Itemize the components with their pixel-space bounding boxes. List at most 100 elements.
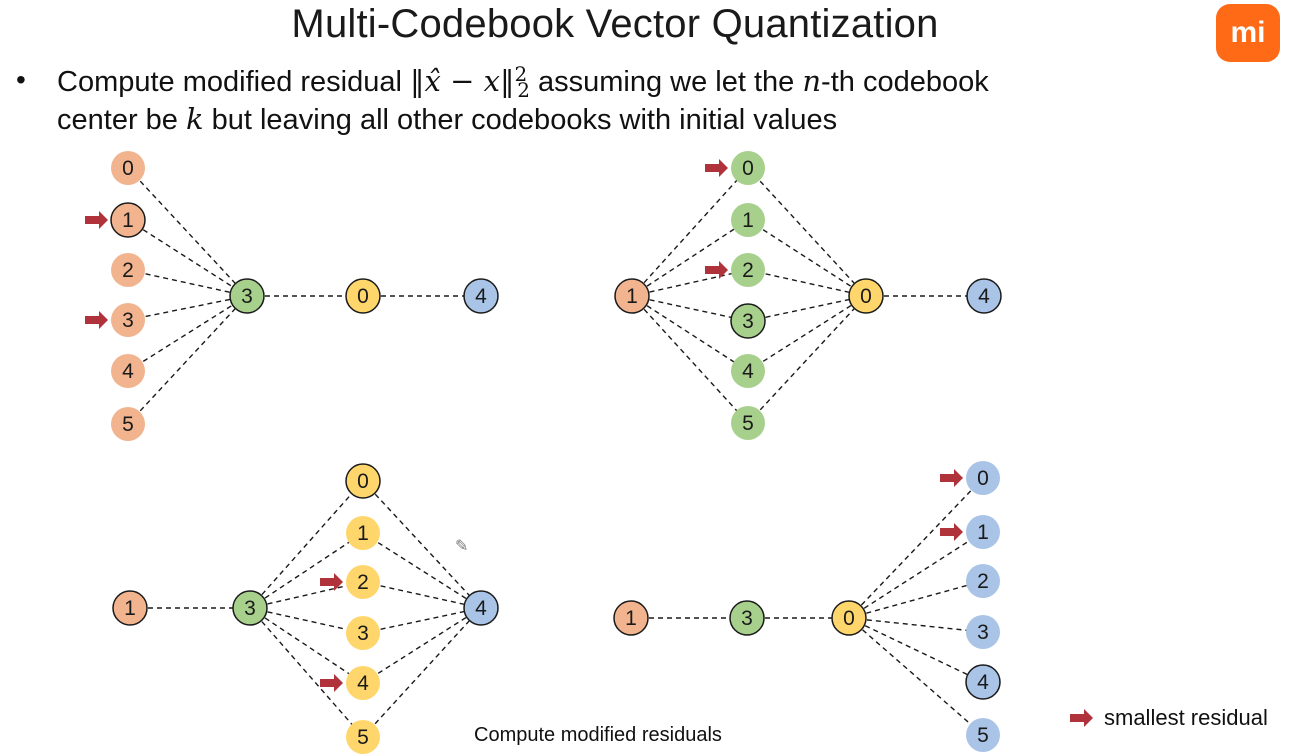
codebook-node: 0 (111, 151, 145, 185)
node-circle (111, 407, 145, 441)
codebook-node: 1 (346, 516, 380, 550)
edge-dashed (747, 167, 867, 297)
legend-arrow-icon (1070, 709, 1093, 727)
bullet-line-2: center be k but leaving all other codebo… (57, 102, 837, 137)
node-circle (346, 516, 380, 550)
codebook-node: 4 (731, 354, 765, 388)
node-label: 3 (742, 310, 754, 333)
edge-dashed (747, 295, 867, 424)
codebook-node: 2 (966, 564, 1000, 598)
bullet-text-2a: center be (57, 104, 186, 136)
node-circle (346, 720, 380, 754)
node-circle (345, 463, 381, 499)
smallest-residual-arrow-icon (705, 159, 728, 177)
bullet-dot: • (16, 64, 26, 95)
codebook-node: 0 (345, 278, 381, 314)
node-label: 0 (860, 285, 872, 308)
edge-dashed (362, 607, 482, 634)
xiaomi-logo: mi (1216, 4, 1280, 62)
node-label: 2 (357, 571, 369, 594)
codebook-node: 0 (966, 461, 1000, 495)
node-circle (613, 600, 649, 636)
codebook-node: 2 (346, 565, 380, 599)
node-circle (966, 278, 1002, 314)
node-circle (346, 565, 380, 599)
edge-dashed (848, 617, 984, 633)
smallest-residual-arrow-icon (320, 674, 343, 692)
node-label: 1 (357, 522, 369, 545)
node-label: 4 (357, 672, 369, 695)
smallest-residual-arrow-icon (85, 211, 108, 229)
n-variable-math: n (802, 64, 822, 98)
codebook-node: 1 (613, 600, 649, 636)
node-circle (966, 615, 1000, 649)
codebook-node: 4 (965, 664, 1001, 700)
node-circle (965, 664, 1001, 700)
codebook-node: 3 (730, 303, 766, 339)
edge-dashed (127, 295, 248, 321)
node-label: 1 (122, 209, 134, 232)
codebook-node: 3 (111, 303, 145, 337)
node-label: 1 (625, 607, 637, 630)
bullet-text-1c: -th codebook (821, 66, 989, 98)
codebook-node: 1 (731, 203, 765, 237)
node-label: 1 (626, 285, 638, 308)
codebook-node: 3 (729, 600, 765, 636)
node-label: 5 (122, 413, 134, 436)
node-label: 1 (124, 597, 136, 620)
node-label: 4 (122, 360, 134, 383)
node-circle (831, 600, 867, 636)
edge-dashed (249, 581, 364, 609)
edge-dashed (631, 295, 749, 372)
node-circle (111, 303, 145, 337)
edge-dashed (127, 269, 248, 297)
edge-dashed (362, 607, 482, 684)
codebook-node: 4 (463, 590, 499, 626)
node-circle (229, 278, 265, 314)
node-label: 0 (843, 607, 855, 630)
residual-norm-math: ‖x̂ − x‖ (410, 64, 515, 98)
edge-dashed (747, 295, 867, 322)
node-circle (966, 718, 1000, 752)
node-circle (111, 151, 145, 185)
codebook-node: 3 (232, 590, 268, 626)
edge-dashed (362, 480, 482, 609)
edge-dashed (631, 295, 749, 322)
node-label: 4 (475, 597, 487, 620)
node-label: 0 (977, 467, 989, 490)
codebook-node: 5 (966, 718, 1000, 752)
edge-dashed (848, 617, 984, 683)
node-label: 5 (977, 724, 989, 747)
norm-superscript: 2 (514, 62, 528, 86)
node-circle (731, 203, 765, 237)
edge-dashed (249, 607, 364, 634)
edge-dashed (848, 477, 984, 619)
node-label: 3 (977, 621, 989, 644)
edge-dashed (249, 607, 364, 738)
smallest-residual-arrow-icon (85, 311, 108, 329)
codebook-node: 2 (731, 253, 765, 287)
node-circle (346, 666, 380, 700)
edges-layer (127, 167, 984, 738)
node-label: 4 (475, 285, 487, 308)
node-circle (463, 278, 499, 314)
edge-dashed (249, 480, 364, 609)
edge-dashed (848, 580, 984, 619)
node-circle (111, 354, 145, 388)
smallest-residual-arrow-icon (320, 573, 343, 591)
legend-label: smallest residual (1104, 705, 1268, 730)
codebook-node: 3 (966, 615, 1000, 649)
bullet-text-1b: assuming we let the (529, 66, 803, 98)
k-variable-math: k (185, 102, 204, 136)
node-circle (848, 278, 884, 314)
node-circle (731, 406, 765, 440)
node-label: 2 (742, 259, 754, 282)
codebook-node: 1 (614, 278, 650, 314)
codebook-node: 5 (111, 407, 145, 441)
node-circle (111, 253, 145, 287)
node-label: 1 (977, 521, 989, 544)
codebook-node: 2 (111, 253, 145, 287)
node-label: 0 (742, 157, 754, 180)
norm-subscript: 2 (517, 78, 530, 102)
edge-dashed (747, 219, 867, 297)
